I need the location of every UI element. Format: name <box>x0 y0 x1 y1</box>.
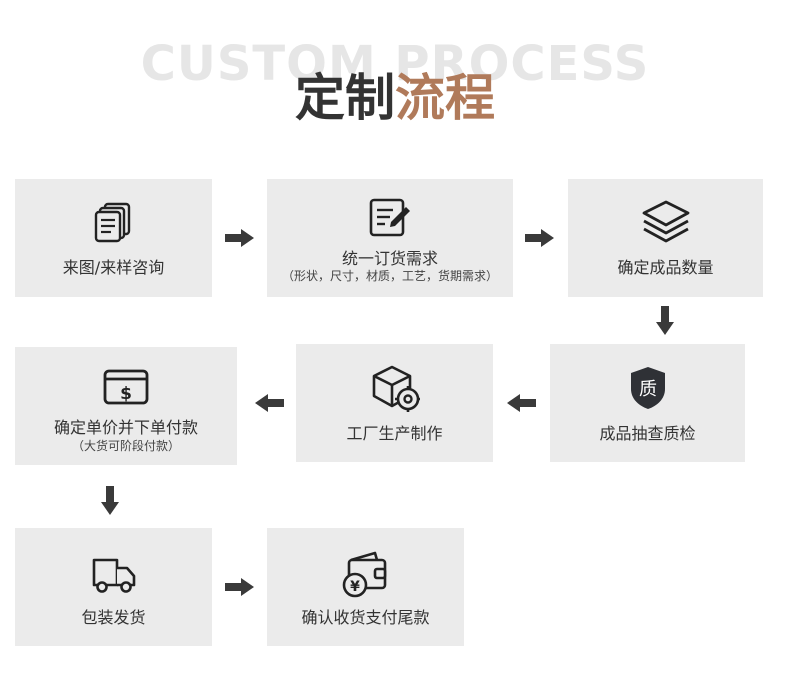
arrow-down-icon <box>101 486 119 515</box>
title-part-1: 定制 <box>295 69 395 127</box>
step-confirm-quantity: 确定成品数量 <box>568 179 763 297</box>
wallet-yuan-icon: ¥ <box>342 551 386 598</box>
layers-icon <box>642 200 689 243</box>
page-title: 定制流程 <box>0 58 790 130</box>
arrow-left-icon <box>507 394 536 412</box>
arrow-right-icon <box>225 578 254 596</box>
box-gear-icon <box>372 365 420 412</box>
quality-shield-icon: 质 <box>630 367 665 409</box>
arrow-right-icon <box>525 229 554 247</box>
arrow-left-icon <box>255 394 284 412</box>
step-label: 成品抽查质检 <box>599 424 696 443</box>
step-factory-production: 工厂生产制作 <box>296 344 493 462</box>
step-label: 确定单价并下单付款 <box>53 418 198 437</box>
step-label: 包装发货 <box>81 608 146 627</box>
svg-text:¥: ¥ <box>350 579 360 595</box>
step-confirm-receipt: ¥ 确认收货支付尾款 <box>267 528 464 646</box>
step-sublabel: （形状，尺寸，材质，工艺，货期需求） <box>281 269 498 283</box>
arrow-down-icon <box>656 306 674 335</box>
truck-icon <box>92 558 135 593</box>
arrow-right-icon <box>225 229 254 247</box>
step-label: 统一订货需求 <box>341 249 438 268</box>
payment-card-icon: $ <box>103 369 149 405</box>
step-label: 确认收货支付尾款 <box>301 608 430 627</box>
title-part-2: 流程 <box>395 69 495 127</box>
step-label: 来图/来样咨询 <box>62 258 165 277</box>
edit-form-icon <box>369 198 410 237</box>
step-label: 确定成品数量 <box>617 258 714 277</box>
svg-text:$: $ <box>120 384 132 404</box>
shield-badge-text: 质 <box>639 379 657 400</box>
step-payment: $ 确定单价并下单付款 （大货可阶段付款） <box>15 347 237 465</box>
background-heading: CUSTOM PROCESS <box>140 36 650 92</box>
step-label: 工厂生产制作 <box>346 424 443 443</box>
step-quality-check: 质 成品抽查质检 <box>550 344 745 462</box>
step-packing-shipping: 包装发货 <box>15 528 212 646</box>
documents-icon <box>94 202 130 243</box>
step-sublabel: （大货可阶段付款） <box>71 439 180 453</box>
step-order-requirements: 统一订货需求 （形状，尺寸，材质，工艺，货期需求） <box>267 179 513 297</box>
step-consult: 来图/来样咨询 <box>15 179 212 297</box>
